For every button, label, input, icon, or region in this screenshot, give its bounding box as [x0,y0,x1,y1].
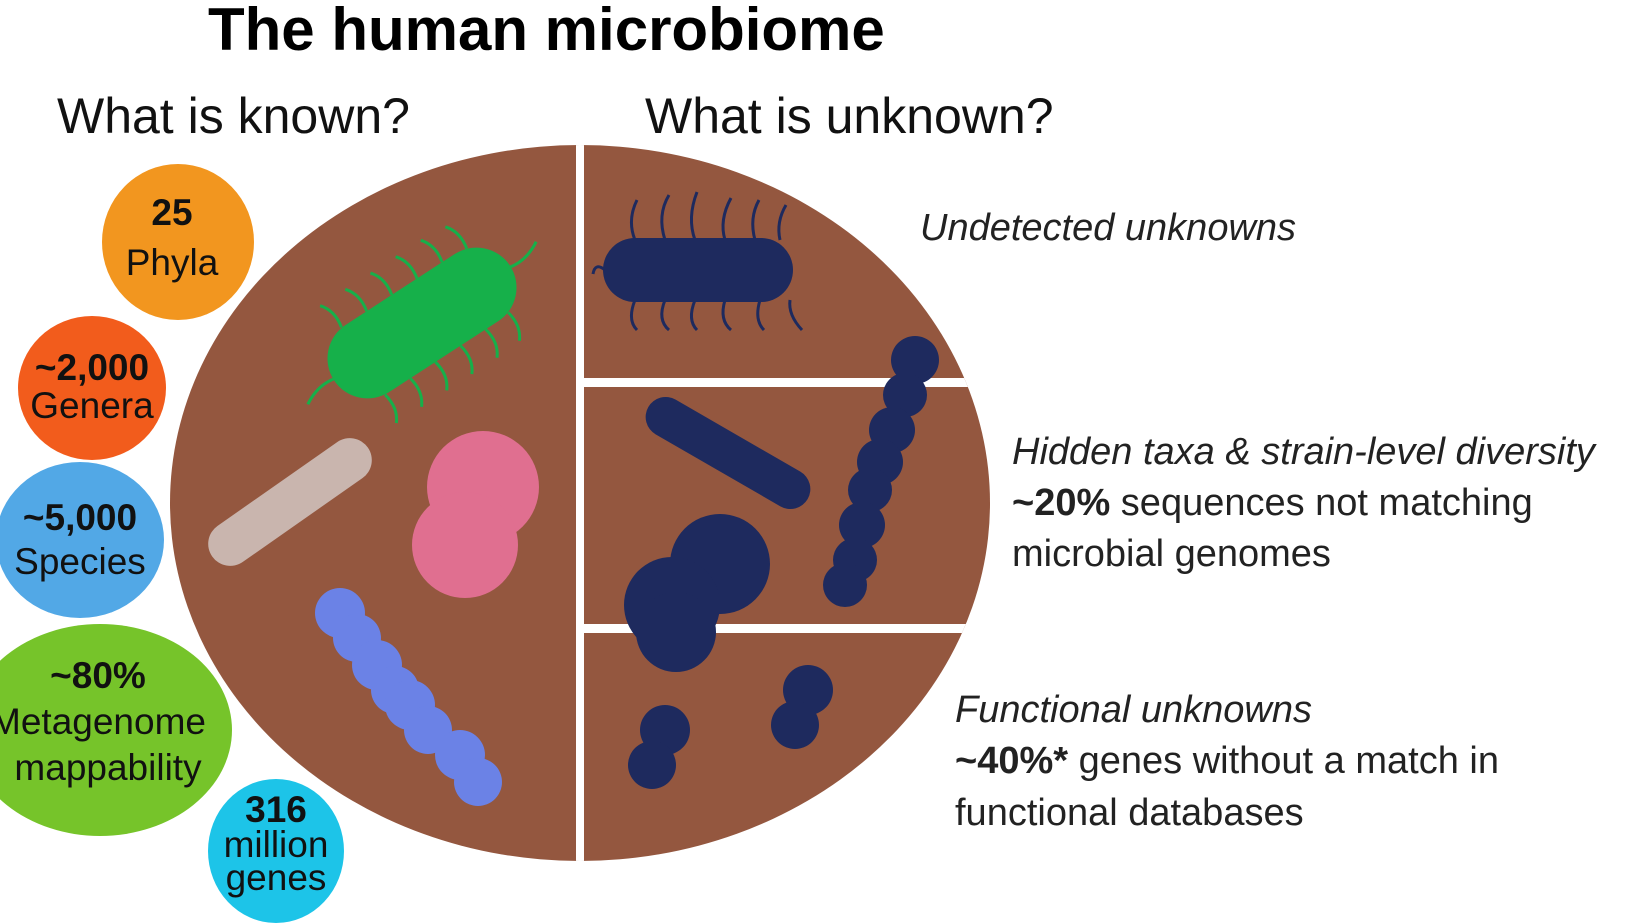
genes-bubble: 316 million genes [208,779,344,923]
functional-unknowns-line1: ~40%* genes without a match in [955,740,1499,782]
hidden-taxa-stat: ~20% [1012,482,1110,524]
genes-label-line1: million [224,824,329,865]
dark-diplococcus-small-1-icon [628,705,690,789]
undetected-unknowns-title: Undetected unknowns [920,207,1296,249]
blue-streptococcus-icon [315,588,502,806]
dark-streptococcus-chain-icon [823,336,939,607]
green-rod-bacterium-icon [306,225,538,424]
dark-diplococcus-large-icon [624,514,770,672]
unknown-heading: What is unknown? [645,88,1054,144]
hidden-taxa-line2: microbial genomes [1012,533,1331,575]
mappability-value: ~80% [50,655,146,696]
known-heading: What is known? [57,88,410,144]
genera-value: ~2,000 [35,347,149,388]
diagram-title: The human microbiome [208,0,885,63]
mappability-label-line2: mappability [14,747,202,788]
hidden-taxa-line1: ~20% sequences not matching [1012,482,1533,524]
phyla-value: 25 [151,192,192,233]
dark-rod-icon [645,397,811,509]
unknown-divider-1 [584,378,990,387]
genes-value: 316 [245,789,307,830]
light-rod-bacterium-icon [208,438,372,566]
mappability-bubble: ~80% Metagenome mappability [0,624,232,836]
hidden-taxa-title: Hidden taxa & strain-level diversity [1012,431,1597,473]
genera-label: Genera [30,385,154,426]
dark-flagellated-rod-icon [591,191,804,332]
species-bubble: ~5,000 Species [0,462,164,618]
genera-bubble: ~2,000 Genera [18,316,166,460]
center-divider [576,145,584,861]
genes-label-line2: genes [226,857,327,898]
pink-diplococcus-icon [412,431,539,598]
dark-diplococcus-small-2-icon [771,665,833,749]
mappability-label-line1: Metagenome [0,701,206,742]
phyla-bubble: 25 Phyla [102,164,254,320]
functional-unknowns-text-1: genes without a match in [1068,740,1499,782]
hidden-taxa-text-1: sequences not matching [1110,482,1533,524]
unknown-divider-2 [584,624,990,633]
functional-unknowns-line2: functional databases [955,792,1304,834]
species-value: ~5,000 [23,497,137,538]
phyla-label: Phyla [126,242,219,283]
species-label: Species [14,541,146,582]
functional-unknowns-title: Functional unknowns [955,689,1312,731]
functional-unknowns-stat: ~40%* [955,740,1068,782]
